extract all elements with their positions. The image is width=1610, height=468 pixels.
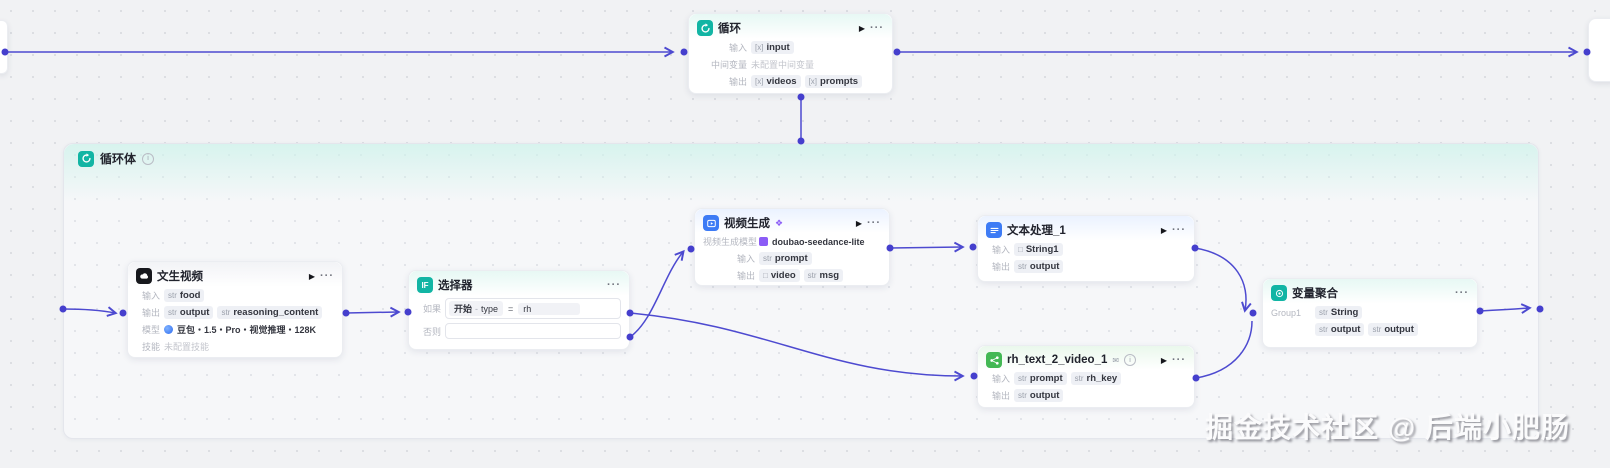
node-title: 文本处理_1 — [1007, 225, 1066, 237]
variable-pill: [x]prompts — [804, 75, 863, 88]
videogen-model-value: doubao-seedance-lite — [759, 237, 865, 247]
watermark-text: 掘金技术社区 @ 后端小肥肠 — [1205, 412, 1570, 443]
input-label: 输入 — [736, 254, 755, 264]
skill-value: 未配置技能 — [164, 342, 210, 352]
condition-right-operand[interactable]: rh — [518, 302, 581, 315]
node-menu-button[interactable]: ··· — [607, 279, 621, 291]
run-node-button[interactable]: ▶ — [308, 271, 315, 281]
condition-left-operand[interactable]: 开始-type — [449, 301, 504, 316]
output-label: 输出 — [991, 391, 1010, 401]
node-menu-button[interactable]: ··· — [867, 217, 881, 229]
if-label: 如果 — [422, 304, 441, 314]
doubao-cloud-icon — [136, 268, 152, 284]
node-selector[interactable]: IF 选择器 ··· 如果 开始-type = rh 否则 — [408, 270, 630, 350]
condition-operator[interactable]: = — [508, 303, 514, 314]
output-label: 输出 — [736, 271, 755, 281]
port[interactable] — [797, 93, 805, 101]
text-process-icon — [986, 222, 1002, 238]
loop-icon — [78, 150, 94, 167]
else-condition-field[interactable] — [445, 323, 621, 339]
input-label: 输入 — [728, 43, 747, 53]
partial-node-left[interactable] — [0, 20, 8, 74]
videogen-model-label: 视频生成模型 — [703, 237, 758, 247]
loop-icon — [697, 20, 713, 36]
node-title: 文生视频 — [157, 271, 203, 283]
variable-pill: [x]input — [751, 41, 794, 54]
input-label: 输入 — [141, 291, 160, 301]
info-icon[interactable]: i — [142, 152, 155, 165]
else-label: 否则 — [422, 326, 441, 337]
port[interactable] — [893, 48, 901, 56]
node-menu-button[interactable]: ··· — [870, 22, 884, 34]
model-value: 豆包・1.5・Pro・视觉推理・128K — [164, 323, 316, 336]
doubao-model-icon — [164, 325, 173, 334]
mid-var-label: 中间变量 — [710, 60, 747, 70]
output-label: 输出 — [991, 262, 1010, 272]
if-icon: IF — [417, 277, 433, 293]
node-title: 选择器 — [438, 280, 473, 292]
skill-label: 技能 — [141, 342, 160, 352]
node-title: rh_text_2_video_1 — [1007, 354, 1108, 366]
output-label: 输出 — [141, 308, 160, 318]
run-node-button[interactable]: ▶ — [855, 218, 862, 228]
run-node-button[interactable]: ▶ — [1160, 225, 1167, 235]
node-menu-button[interactable]: ··· — [1172, 354, 1186, 366]
condition-row[interactable]: 开始-type = rh — [445, 298, 621, 319]
info-icon[interactable]: i — [1124, 354, 1137, 366]
premium-badge-icon: ❖ — [775, 217, 784, 228]
group-label: Group1 — [1271, 307, 1302, 318]
run-node-button[interactable]: ▶ — [1160, 355, 1167, 365]
node-title: 视频生成 — [724, 218, 770, 230]
mail-badge-icon: ✉ — [1112, 355, 1120, 365]
input-label: 输入 — [991, 245, 1010, 255]
variable-pill: [x]videos — [751, 75, 801, 88]
node-menu-button[interactable]: ··· — [1455, 287, 1469, 299]
input-label: 输入 — [991, 374, 1010, 384]
model-label: 模型 — [141, 325, 160, 335]
variable-pill: □String1 — [1014, 243, 1063, 256]
port[interactable] — [680, 48, 688, 56]
node-title: 变量聚合 — [1292, 288, 1338, 300]
partial-node-right[interactable] — [1588, 18, 1610, 82]
run-node-button[interactable]: ▶ — [858, 23, 865, 33]
seedance-model-icon — [759, 237, 768, 246]
output-label: 输出 — [728, 77, 747, 87]
aggregate-icon — [1271, 285, 1287, 301]
node-loop[interactable]: 循环 ▶ ··· 输入 [x]input 中间变量 未配置中间变量 输出 [x]… — [688, 13, 893, 94]
node-video-generate[interactable]: 视频生成 ❖ ▶ ··· 视频生成模型 doubao-seedance-lite… — [694, 208, 890, 286]
node-menu-button[interactable]: ··· — [320, 270, 334, 282]
loop-body-title: 循环体 — [100, 152, 137, 166]
variable-pill: □video — [759, 269, 800, 282]
node-title: 循环 — [718, 23, 741, 35]
mid-var-value: 未配置中间变量 — [751, 60, 815, 70]
video-icon — [703, 215, 719, 231]
node-menu-button[interactable]: ··· — [1172, 224, 1186, 236]
plugin-share-icon — [986, 352, 1002, 368]
